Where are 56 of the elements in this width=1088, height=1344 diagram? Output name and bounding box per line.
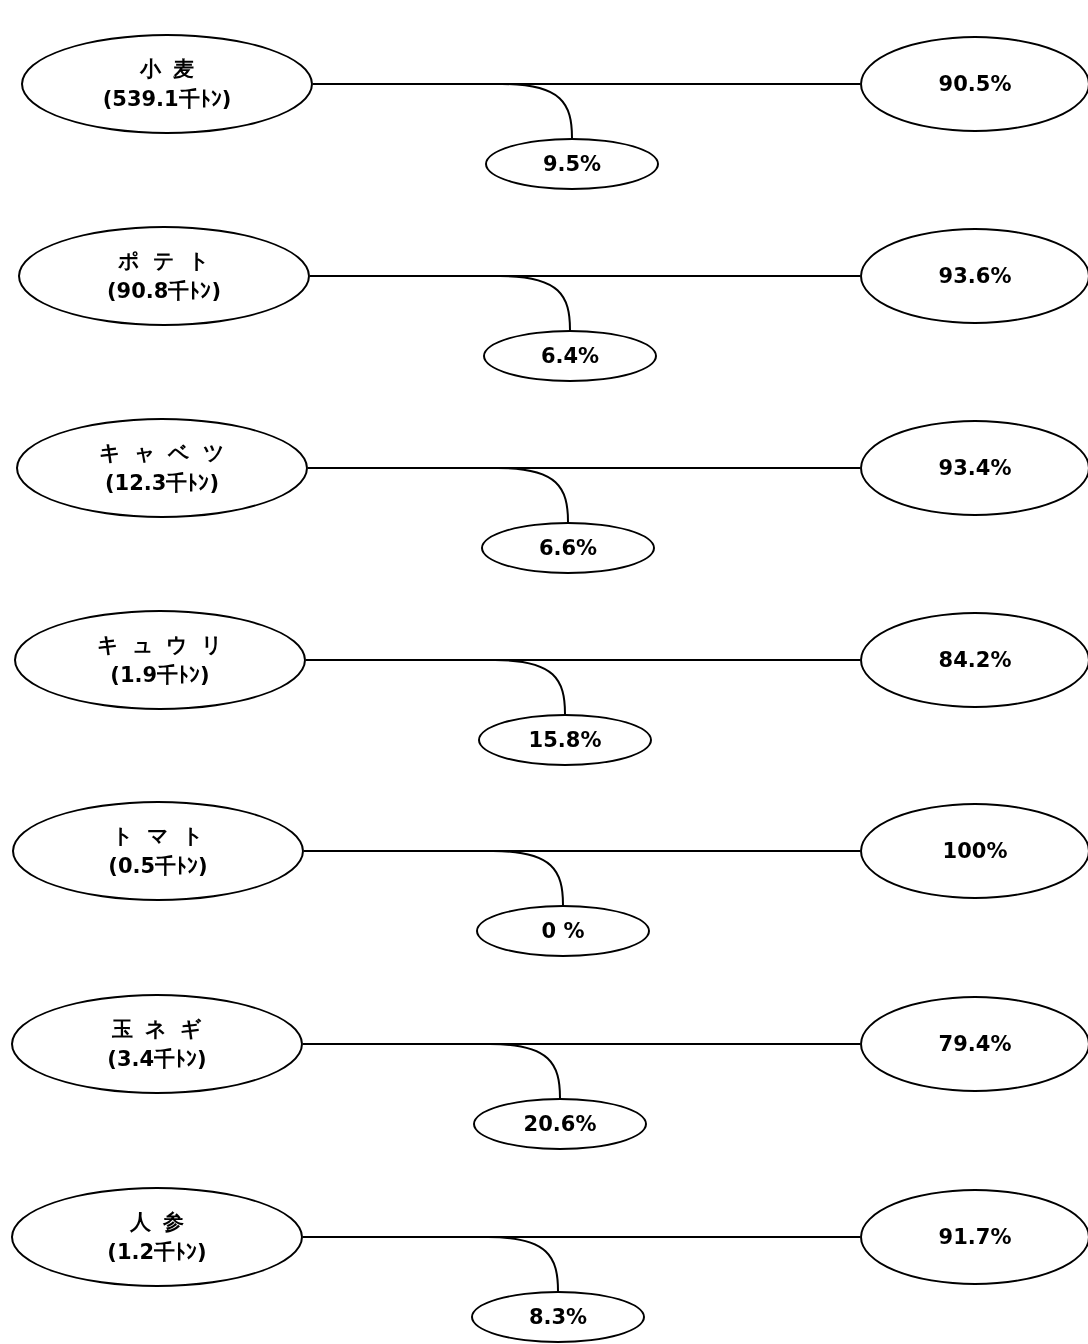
percentage-label: 9.5% <box>542 151 602 178</box>
crop-name: トマト <box>112 823 217 850</box>
quantity-label: (12.3千ﾄﾝ) <box>105 470 219 497</box>
share-ellipse <box>473 1098 647 1150</box>
percentage-label: 84.2% <box>938 647 1012 674</box>
quantity-label: (0.5千ﾄﾝ) <box>108 853 208 880</box>
share-ellipse <box>481 522 655 574</box>
share-ellipse <box>860 1189 1088 1285</box>
percentage-label: 100% <box>942 838 1008 865</box>
share-ellipse <box>860 420 1088 516</box>
connector-line <box>305 659 566 715</box>
connector-line <box>303 850 564 906</box>
percentage-label: 91.7% <box>938 1224 1012 1251</box>
share-ellipse <box>485 138 659 190</box>
crop-ellipse <box>16 418 308 518</box>
crop-name: ポテト <box>118 248 223 275</box>
crop-ellipse <box>14 610 306 710</box>
crop-ellipse <box>11 994 303 1094</box>
share-ellipse <box>476 905 650 957</box>
share-ellipse <box>478 714 652 766</box>
share-ellipse <box>860 803 1088 899</box>
share-ellipse <box>860 36 1088 132</box>
percentage-label: 0 % <box>541 918 585 945</box>
percentage-label: 8.3% <box>528 1304 588 1331</box>
crop-ellipse <box>12 801 304 901</box>
crop-name: キャベツ <box>99 440 238 467</box>
connector-line <box>302 1043 561 1099</box>
quantity-label: (1.9千ﾄﾝ) <box>110 662 210 689</box>
crop-ellipse <box>11 1187 303 1287</box>
percentage-label: 6.6% <box>538 535 598 562</box>
share-ellipse <box>483 330 657 382</box>
share-ellipse <box>860 996 1088 1092</box>
percentage-label: 79.4% <box>938 1031 1012 1058</box>
percentage-label: 93.4% <box>938 455 1012 482</box>
percentage-label: 15.8% <box>528 727 602 754</box>
quantity-label: (539.1千ﾄﾝ) <box>102 86 232 113</box>
connector-line <box>312 83 573 139</box>
crop-name: キュウリ <box>97 632 236 659</box>
crop-name: 小麦 <box>139 56 207 83</box>
quantity-label: (3.4千ﾄﾝ) <box>107 1046 207 1073</box>
percentage-label: 90.5% <box>938 71 1012 98</box>
quantity-label: (1.2千ﾄﾝ) <box>107 1239 207 1266</box>
quantity-label: (90.8千ﾄﾝ) <box>107 278 221 305</box>
crop-ellipse <box>21 34 313 134</box>
percentage-label: 20.6% <box>523 1111 597 1138</box>
crop-ellipse <box>18 226 310 326</box>
crop-name: 人参 <box>129 1209 197 1236</box>
percentage-label: 93.6% <box>938 263 1012 290</box>
connector-line <box>302 1236 559 1292</box>
crop-name: 玉ネギ <box>111 1016 215 1043</box>
share-ellipse <box>860 228 1088 324</box>
share-ellipse <box>471 1291 645 1343</box>
percentage-label: 6.4% <box>540 343 600 370</box>
connector-line <box>309 275 571 331</box>
share-ellipse <box>860 612 1088 708</box>
connector-line <box>307 467 569 523</box>
